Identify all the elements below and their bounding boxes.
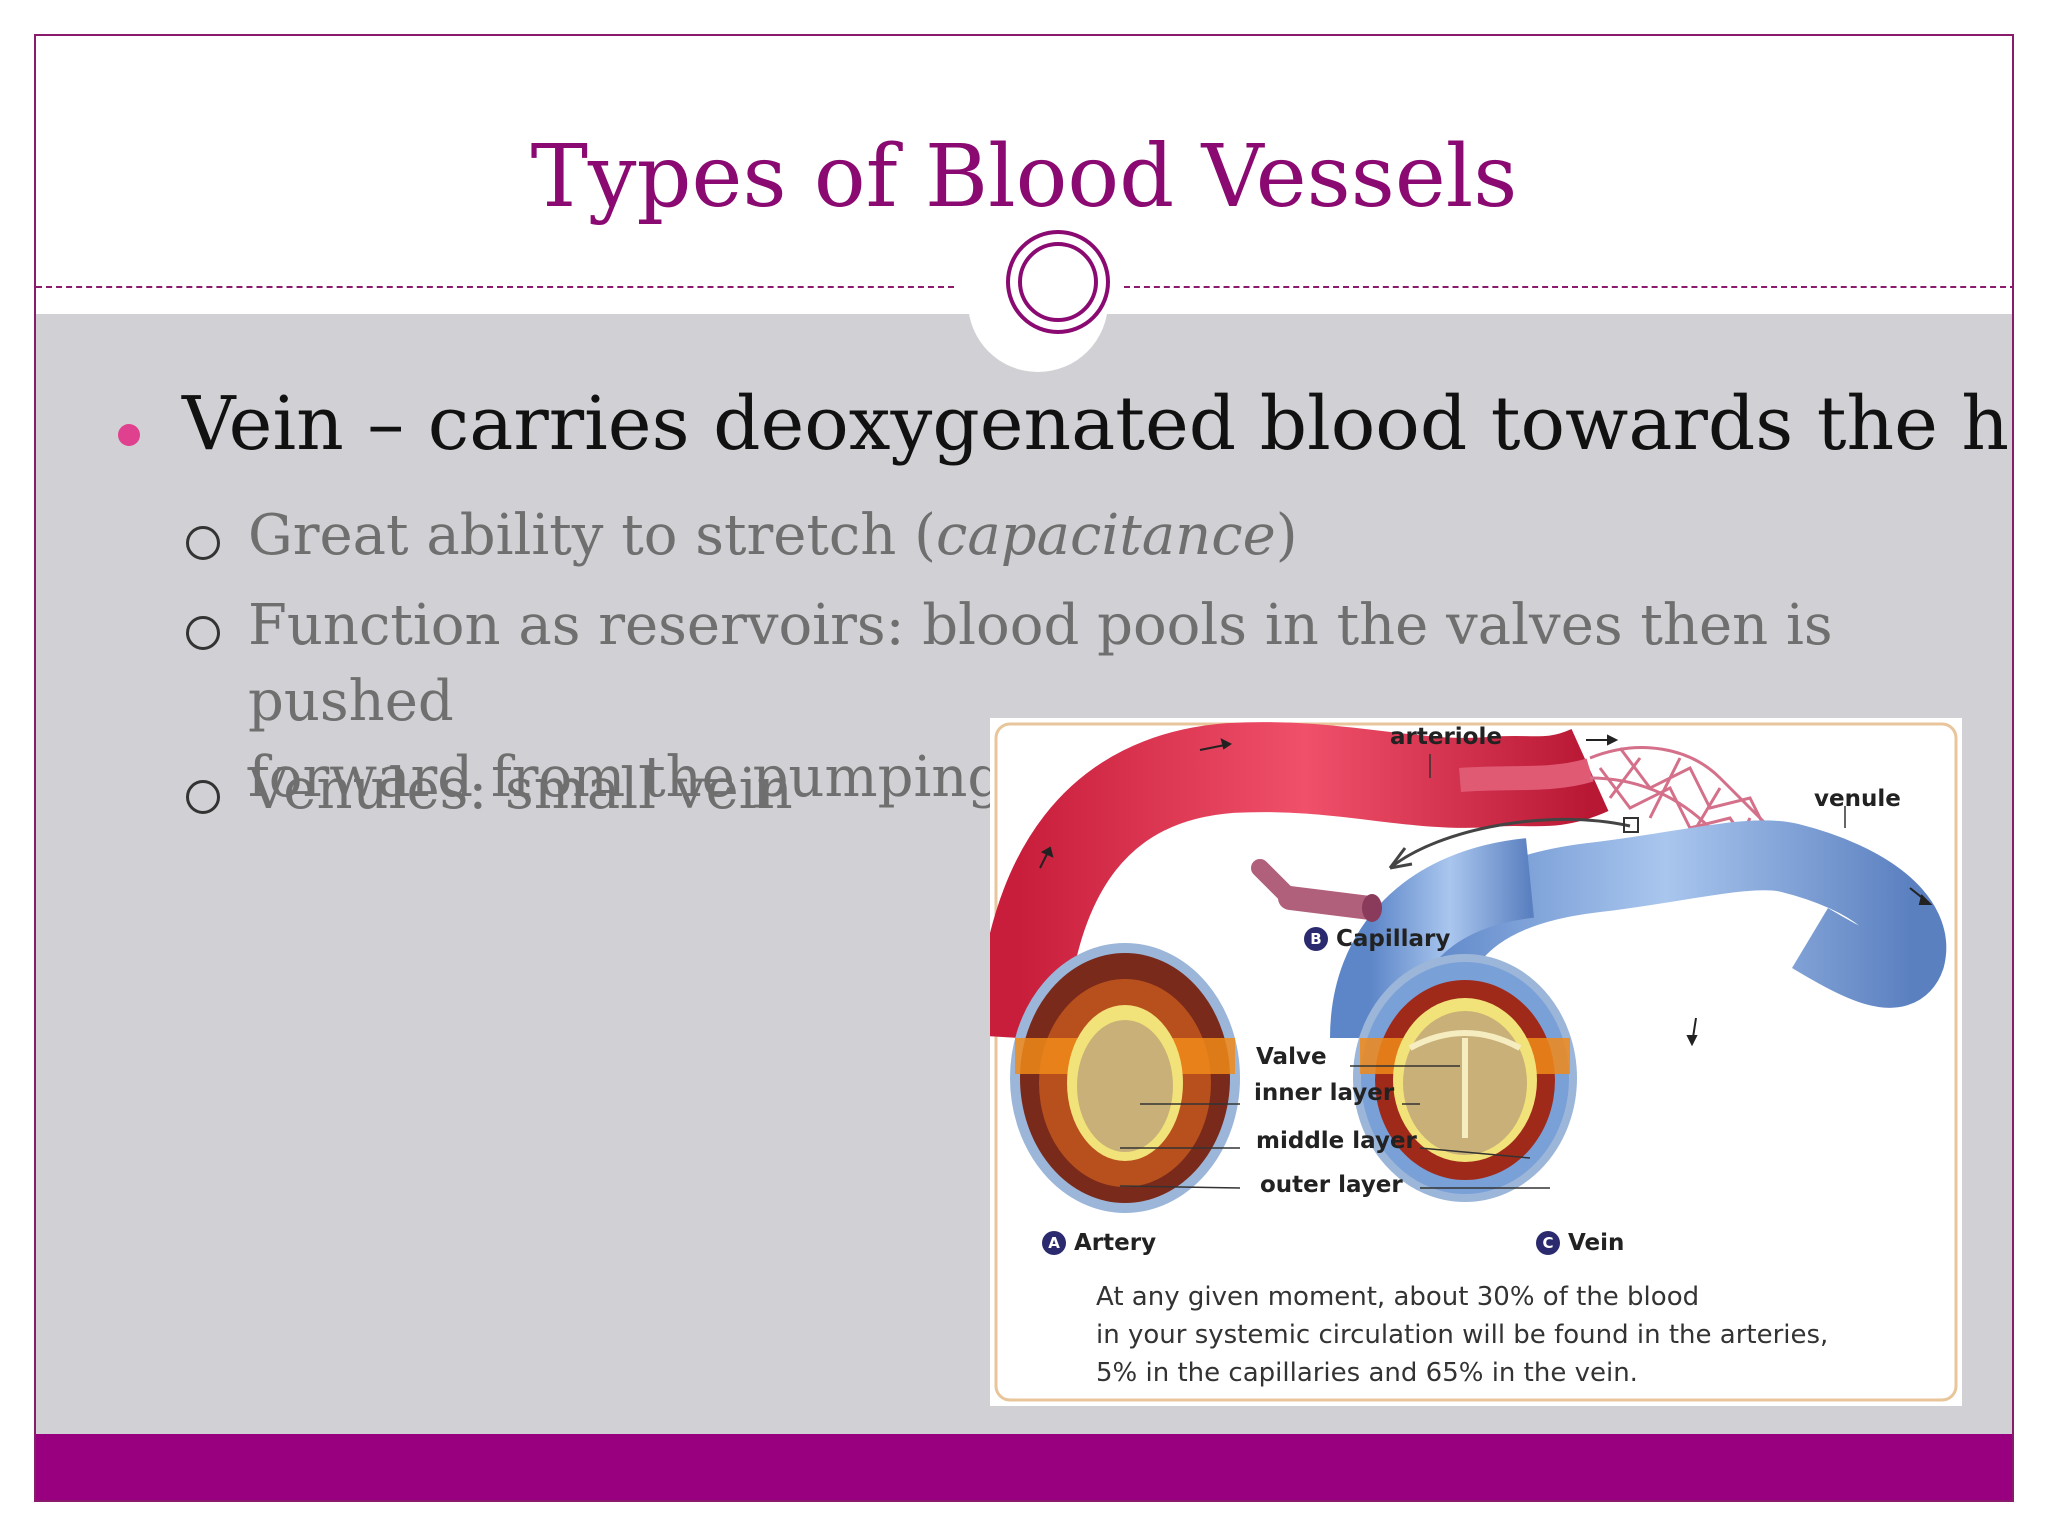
label-capillary-text: Capillary	[1336, 926, 1451, 952]
slide-title: Types of Blood Vessels	[530, 127, 1518, 227]
label-outer-layer: outer layer	[1260, 1172, 1403, 1198]
caption-line-3: 5% in the capillaries and 65% in the vei…	[1096, 1358, 1638, 1388]
label-vein: C Vein	[1536, 1230, 1624, 1256]
badge-b: B	[1304, 927, 1328, 951]
main-bullet: Vein – carries deoxygenated blood toward…	[118, 383, 2012, 465]
vessel-illustration	[990, 722, 1958, 1402]
leader-lines	[1119, 754, 1846, 1189]
label-middle-layer: middle layer	[1256, 1128, 1417, 1154]
zoom-box	[1623, 817, 1639, 833]
subpoint-stretch: Great ability to stretch (capacitance)	[186, 498, 2006, 574]
subpoint-text: Venules: small vein	[248, 757, 793, 822]
capillary-segment	[1278, 886, 1382, 920]
divider-left	[36, 286, 954, 288]
divider-right	[1124, 286, 2012, 288]
label-artery-text: Artery	[1074, 1230, 1157, 1256]
artery-lumen	[1077, 1020, 1173, 1152]
ring-bullet-icon	[186, 526, 220, 560]
label-vein-text: Vein	[1568, 1230, 1625, 1256]
flow-arrows	[1039, 734, 1933, 1047]
blood-vessel-diagram: arteriole venule B Capillary Valve inner …	[990, 718, 1962, 1406]
label-artery: A Artery	[1042, 1230, 1156, 1256]
badge-c: C	[1536, 1231, 1560, 1255]
subpoint-venules: Venules: small vein	[186, 752, 2006, 828]
bullet-dot-icon	[118, 424, 140, 446]
vein-body	[1330, 838, 1535, 1040]
label-valve: Valve	[1256, 1044, 1327, 1070]
caption-line-2: in your systemic circulation will be fou…	[1096, 1320, 1829, 1350]
slide: Types of Blood Vessels Vein – carries de…	[34, 34, 2014, 1502]
capillary-opening	[1362, 894, 1382, 922]
label-capillary: B Capillary	[1304, 926, 1450, 952]
subpoint-text: Great ability to stretch (capacitance)	[248, 498, 2006, 574]
vein-valve	[1408, 1030, 1522, 1138]
label-inner-layer: inner layer	[1254, 1080, 1395, 1106]
figure-caption: At any given moment, about 30% of the bl…	[1096, 1278, 1936, 1392]
ring-bullet-icon	[186, 780, 220, 814]
caption-line-1: At any given moment, about 30% of the bl…	[1096, 1282, 1700, 1312]
zoom-arrowhead	[1388, 847, 1413, 870]
subpoint-italic-term: capacitance	[936, 503, 1276, 568]
label-venule: venule	[1814, 786, 1901, 812]
badge-a: A	[1042, 1231, 1066, 1255]
divider-inner-circle-icon	[1018, 242, 1098, 322]
zoom-arrow	[1389, 817, 1631, 870]
main-bullet-text: Vein – carries deoxygenated blood toward…	[182, 381, 2014, 467]
bottom-accent-bar	[36, 1434, 2012, 1500]
subpoint-text-end: )	[1275, 503, 1298, 568]
ring-bullet-icon	[186, 616, 220, 650]
label-arteriole: arteriole	[1390, 724, 1502, 750]
arteriole-tube	[1459, 758, 1594, 792]
subpoint-text-start: Great ability to stretch (	[248, 503, 936, 568]
capillary-branch	[1251, 859, 1299, 907]
subpoint-line-1: Function as reservoirs: blood pools in t…	[248, 593, 1833, 734]
